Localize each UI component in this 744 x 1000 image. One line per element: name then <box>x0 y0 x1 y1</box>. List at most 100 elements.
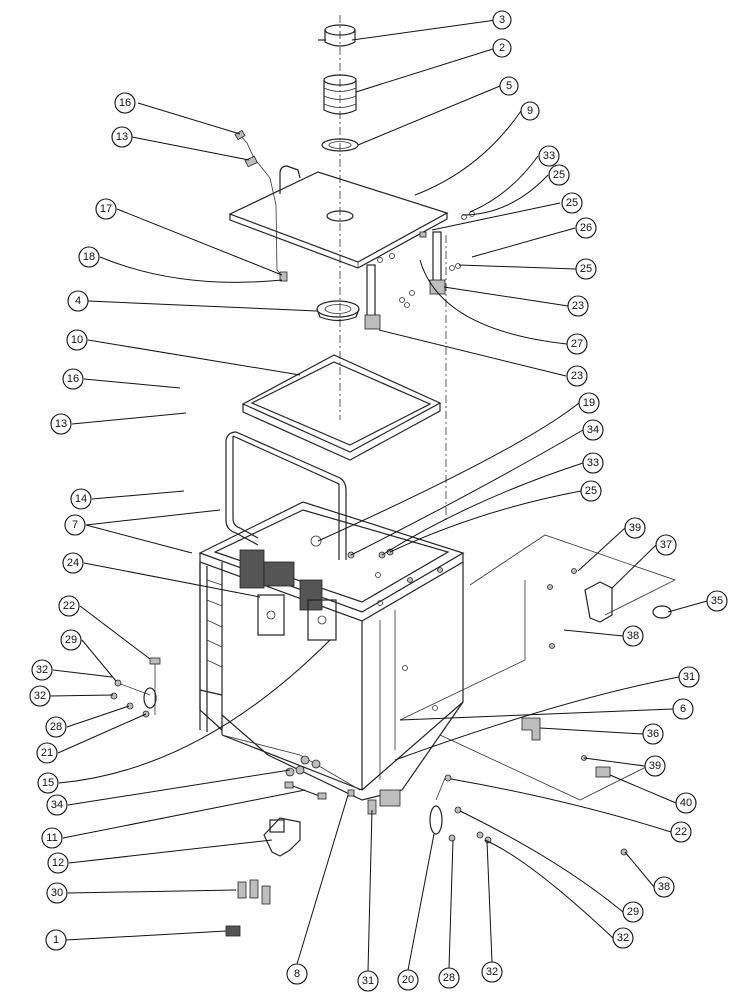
callout-bubble: 1 <box>45 929 67 951</box>
callout-bubble: 6 <box>672 698 694 720</box>
callout-bubble: 25 <box>548 164 570 186</box>
svg-text:7: 7 <box>72 519 78 531</box>
svg-text:9: 9 <box>527 105 533 117</box>
svg-text:25: 25 <box>580 263 592 275</box>
callout-bubble: 32 <box>31 659 53 681</box>
callout-bubble: 28 <box>438 967 460 989</box>
part-cabinet <box>198 501 465 801</box>
svg-text:13: 13 <box>116 131 128 143</box>
part-lower-ring <box>316 300 360 322</box>
callout-bubble: 28 <box>45 716 67 738</box>
svg-text:35: 35 <box>711 595 723 607</box>
callout-bubble: 13 <box>111 126 133 148</box>
callout-bubble: 27 <box>566 333 588 355</box>
callout-bubble: 22 <box>670 821 692 843</box>
svg-text:34: 34 <box>51 799 63 811</box>
part-knob <box>318 24 356 47</box>
callout-bubble: 31 <box>678 666 700 688</box>
svg-text:19: 19 <box>583 397 595 409</box>
callout-bubble: 39 <box>644 755 666 777</box>
callout-bubble: 25 <box>561 192 583 214</box>
svg-text:15: 15 <box>42 777 54 789</box>
callout-bubble: 4 <box>67 290 89 312</box>
part-hinge-brackets <box>364 211 475 330</box>
leader-lines <box>49 19 708 972</box>
svg-text:32: 32 <box>34 690 46 702</box>
svg-text:39: 39 <box>629 522 641 534</box>
svg-text:26: 26 <box>580 222 592 234</box>
part-lid-rod <box>234 129 288 282</box>
part-right-valve-assembly <box>429 774 628 856</box>
svg-text:16: 16 <box>119 97 131 109</box>
callout-bubble: 23 <box>567 295 589 317</box>
callout-bubble: 10 <box>66 329 88 351</box>
callout-bubble: 16 <box>62 368 84 390</box>
part-right-controls <box>399 534 677 801</box>
callout-bubble: 29 <box>60 629 82 651</box>
svg-text:10: 10 <box>71 334 83 346</box>
callout-bubble: 19 <box>578 392 600 414</box>
part-collar <box>323 74 357 115</box>
callout-bubble: 35 <box>706 590 728 612</box>
part-hinge-plates <box>239 549 337 641</box>
part-handle-frame <box>225 431 347 560</box>
svg-text:3: 3 <box>499 14 505 26</box>
svg-text:25: 25 <box>585 485 597 497</box>
callout-bubble: 5 <box>499 76 519 96</box>
svg-text:22: 22 <box>63 600 75 612</box>
svg-text:30: 30 <box>51 887 63 899</box>
callout-bubble: 32 <box>612 927 634 949</box>
part-rim-hardware <box>310 535 443 583</box>
svg-text:31: 31 <box>683 671 695 683</box>
callout-bubble: 2 <box>492 38 512 58</box>
part-bottom-drain <box>225 755 401 937</box>
callout-bubble: 18 <box>78 246 100 268</box>
callout-bubble: 7 <box>64 514 86 536</box>
svg-text:24: 24 <box>67 557 79 569</box>
svg-text:32: 32 <box>486 966 498 978</box>
callout-bubble: 12 <box>47 852 69 874</box>
center-axis <box>339 15 447 520</box>
svg-text:25: 25 <box>566 197 578 209</box>
callout-bubble: 34 <box>46 794 68 816</box>
callout-bubble: 24 <box>62 552 84 574</box>
svg-text:29: 29 <box>65 634 77 646</box>
svg-text:32: 32 <box>617 932 629 944</box>
svg-text:1: 1 <box>53 934 59 946</box>
callout-bubble: 15 <box>37 772 59 794</box>
callout-bubble: 39 <box>624 517 646 539</box>
callout-bubble: 33 <box>538 145 560 167</box>
callout-bubble: 33 <box>582 452 604 474</box>
callout-bubble: 25 <box>575 258 597 280</box>
callout-bubble: 26 <box>575 217 597 239</box>
svg-text:4: 4 <box>75 295 81 307</box>
callout-bubble: 23 <box>566 365 588 387</box>
callout-bubble: 9 <box>520 101 540 121</box>
svg-text:21: 21 <box>41 747 53 759</box>
svg-text:20: 20 <box>402 974 414 986</box>
svg-text:28: 28 <box>50 721 62 733</box>
callout-bubble: 37 <box>655 534 677 556</box>
svg-text:28: 28 <box>443 972 455 984</box>
svg-text:31: 31 <box>362 975 374 987</box>
svg-text:14: 14 <box>75 493 87 505</box>
callout-bubbles: 3 2 5 9 16 13 33 25 25 26 25 17 18 23 4 … <box>29 10 728 992</box>
callout-bubble: 38 <box>653 876 675 898</box>
callout-bubble: 21 <box>36 742 58 764</box>
svg-text:33: 33 <box>587 457 599 469</box>
svg-text:8: 8 <box>294 968 300 980</box>
svg-text:34: 34 <box>587 424 599 436</box>
callout-bubble: 20 <box>397 969 419 991</box>
svg-text:36: 36 <box>647 728 659 740</box>
svg-text:11: 11 <box>46 832 57 844</box>
svg-text:17: 17 <box>100 203 112 215</box>
svg-text:13: 13 <box>55 418 67 430</box>
svg-text:23: 23 <box>571 370 583 382</box>
svg-text:37: 37 <box>660 539 672 551</box>
callout-bubble: 31 <box>357 970 379 992</box>
callout-bubble: 22 <box>58 595 80 617</box>
callout-bubble: 14 <box>70 488 92 510</box>
svg-text:38: 38 <box>658 881 670 893</box>
svg-text:16: 16 <box>67 373 79 385</box>
svg-text:5: 5 <box>506 80 512 92</box>
